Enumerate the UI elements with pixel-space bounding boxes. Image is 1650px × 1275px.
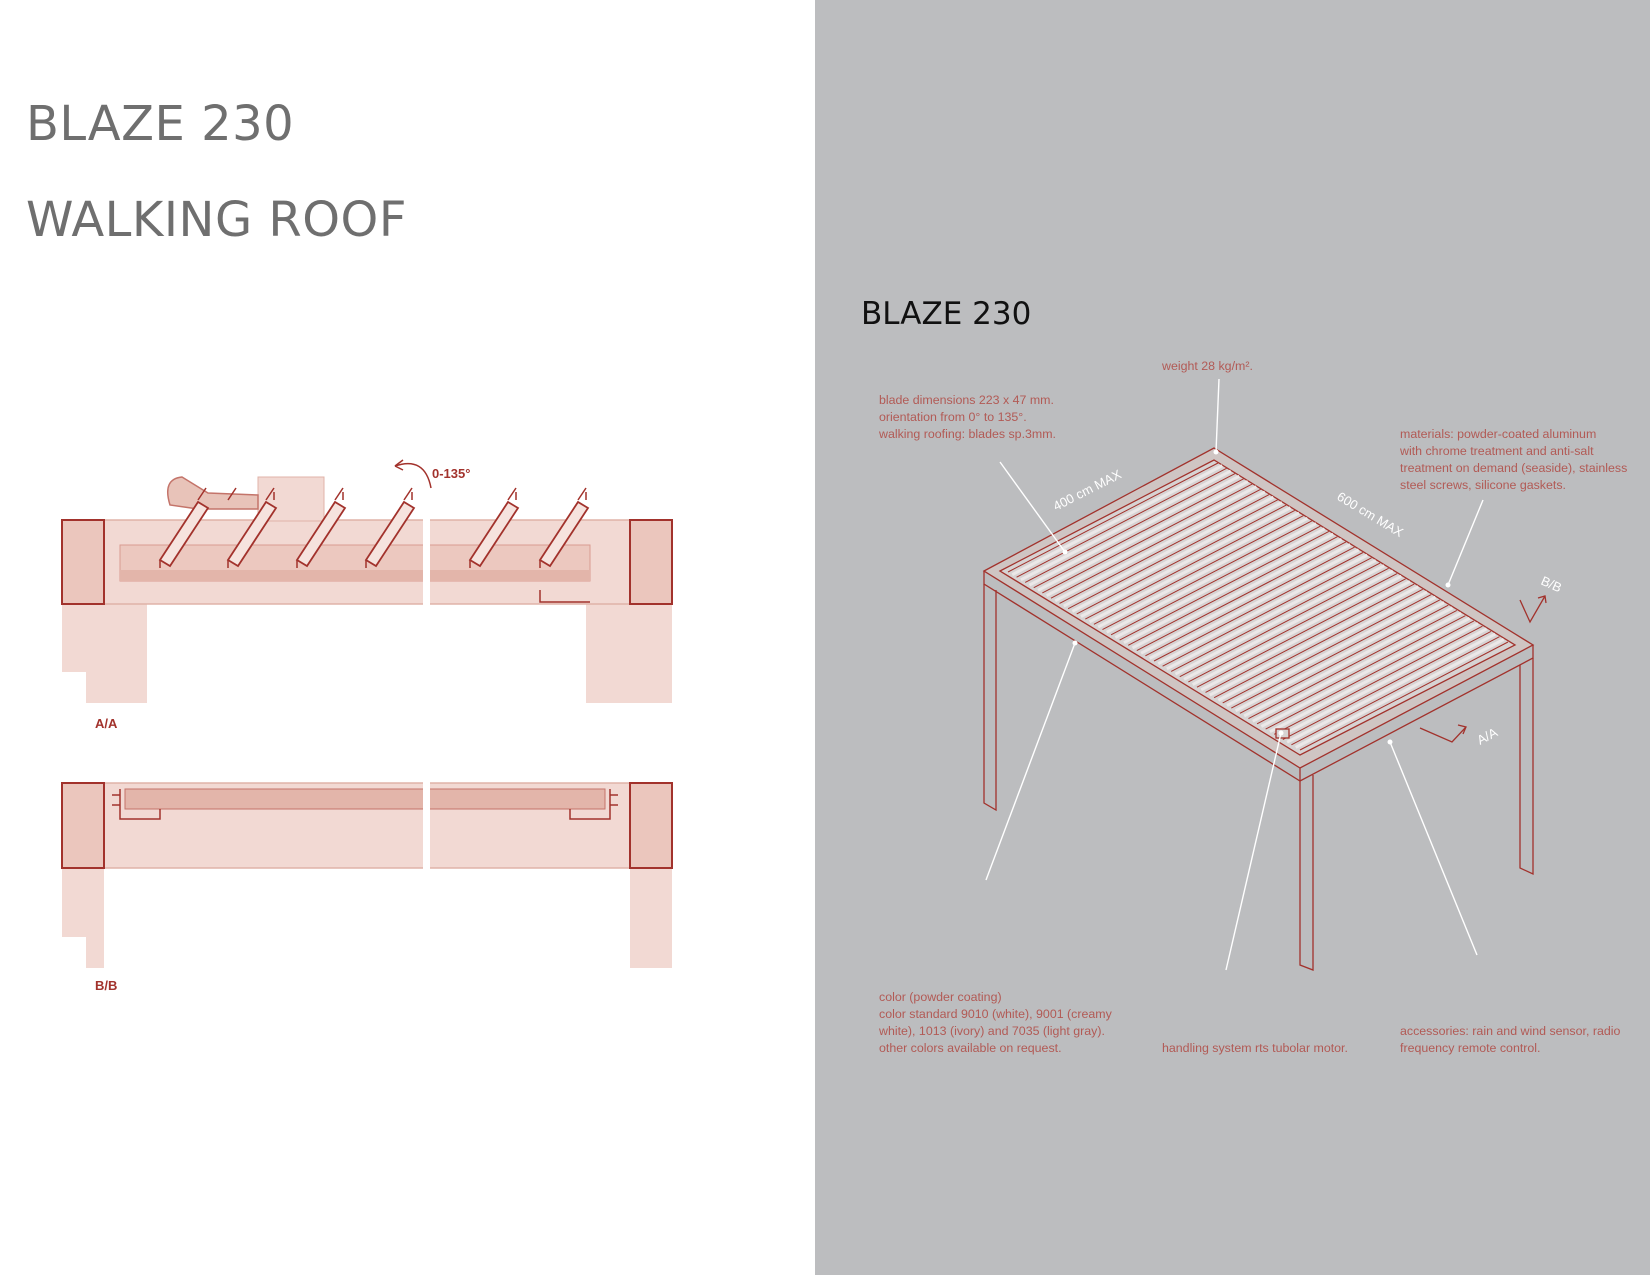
roof-blade: [1007, 462, 1219, 573]
roof-blade-highlight: [1286, 632, 1496, 744]
page-title: BLAZE 230: [26, 96, 295, 152]
roof-blade-highlight: [1071, 501, 1283, 613]
roof-blade-highlight: [1020, 469, 1232, 582]
section-bb-drawing: B/B: [61, 780, 673, 993]
roof-blade-highlight: [1011, 464, 1223, 576]
marker-bb: B/B: [1539, 573, 1564, 595]
section-bb-label: B/B: [95, 978, 117, 993]
section-aa-label: A/A: [95, 716, 118, 731]
note-color: color (powder coating) color standard 90…: [879, 990, 1112, 1055]
note-materials: materials: powder-coated aluminum with c…: [1400, 427, 1628, 492]
roof-blade-highlight: [1037, 480, 1249, 592]
roof-blade-highlight: [1088, 511, 1300, 624]
roof-blade-highlight: [1106, 522, 1317, 634]
roof-blade-highlight: [1269, 622, 1479, 734]
roof-blade: [1085, 509, 1295, 620]
leader-dots: [1062, 449, 1451, 745]
roof-blade: [1239, 604, 1449, 714]
roof-blade: [1119, 530, 1330, 641]
roof-blade-highlight: [1054, 490, 1266, 603]
angle-label: 0-135°: [432, 466, 470, 481]
roof-blade-highlight: [1243, 606, 1454, 718]
roof-blade: [1256, 615, 1466, 725]
roof-blade-highlight: [1123, 532, 1334, 645]
roof-blade: [1016, 467, 1227, 578]
note-weight: weight 28 kg/m².: [1162, 359, 1253, 373]
roof-blade: [1248, 609, 1458, 720]
roof-blade-highlight: [1140, 543, 1351, 655]
roof-blade-highlight: [1260, 616, 1471, 728]
roof-blade: [1110, 525, 1321, 636]
roof-blade: [1179, 567, 1389, 678]
roof-blade: [1231, 599, 1440, 709]
roof-blade-highlight: [1209, 585, 1420, 697]
roof-blade: [1282, 631, 1492, 740]
roof-blade: [1213, 588, 1423, 699]
roof-blade-highlight: [1200, 580, 1411, 692]
roof-blade: [1128, 536, 1338, 646]
roof-blade-highlight: [1174, 564, 1386, 676]
leader-lines: [985, 378, 1484, 971]
roof-blade: [1274, 625, 1483, 735]
roof-blade-highlight: [1114, 527, 1326, 639]
roof-blade: [1093, 515, 1304, 625]
roof-blade: [1265, 620, 1475, 730]
roof-blade: [1162, 557, 1372, 667]
roof-blade: [1136, 541, 1347, 651]
note-blade: blade dimensions 223 x 47 mm. orientatio…: [879, 393, 1056, 441]
roof-blade-highlight: [1028, 474, 1241, 587]
roof-blade: [1145, 546, 1355, 657]
roof-blade-highlight: [1295, 638, 1505, 749]
roof-blade: [1102, 520, 1313, 631]
roof-blade: [1042, 483, 1253, 594]
roof-blade: [1076, 504, 1287, 615]
roof-blade-highlight: [1226, 595, 1437, 707]
roof-blade: [1188, 573, 1398, 683]
note-accessories: accessories: rain and wind sensor, radio…: [1400, 1024, 1621, 1055]
roof-blade-highlight: [1191, 574, 1403, 686]
roof-blade: [1222, 594, 1432, 704]
roof-blade: [1033, 478, 1244, 589]
roof-blade: [1024, 473, 1236, 583]
roof-blade: [1067, 499, 1278, 610]
roof-blade-highlight: [1157, 553, 1368, 665]
drawing-title: BLAZE 230: [861, 296, 1032, 332]
roof-blade: [1299, 641, 1509, 751]
roof-blade: [1153, 552, 1364, 662]
roof-blade: [1196, 578, 1406, 688]
marker-aa: A/A: [1474, 724, 1500, 747]
note-handling: handling system rts tubolar motor.: [1162, 1041, 1348, 1055]
roof-blade: [1205, 583, 1415, 693]
section-aa-drawing: 0-135° A/A: [61, 459, 673, 731]
roof-blade-highlight: [1097, 516, 1309, 629]
roof-blade-highlight: [1080, 506, 1292, 618]
roof-blade: [1291, 636, 1500, 746]
roof-blade-highlight: [1166, 559, 1377, 671]
roof-blade-highlight: [1131, 538, 1343, 650]
roof-blade-highlight: [1217, 590, 1428, 702]
roof-blade-highlight: [1234, 601, 1445, 713]
roof-blade: [1170, 562, 1381, 672]
roof-blade-highlight: [1277, 627, 1488, 739]
roof-blade-highlight: [1063, 495, 1275, 608]
roof-blade-highlight: [1045, 485, 1258, 597]
roof-blade-highlight: [1149, 548, 1360, 660]
roof-blade: [1050, 488, 1261, 599]
page-subtitle: WALKING ROOF: [26, 192, 407, 248]
roof-blade-highlight: [1252, 611, 1462, 723]
roof-blades: [1007, 462, 1509, 751]
roof-blade: [1059, 494, 1270, 604]
roof-blade-highlight: [1183, 569, 1394, 681]
